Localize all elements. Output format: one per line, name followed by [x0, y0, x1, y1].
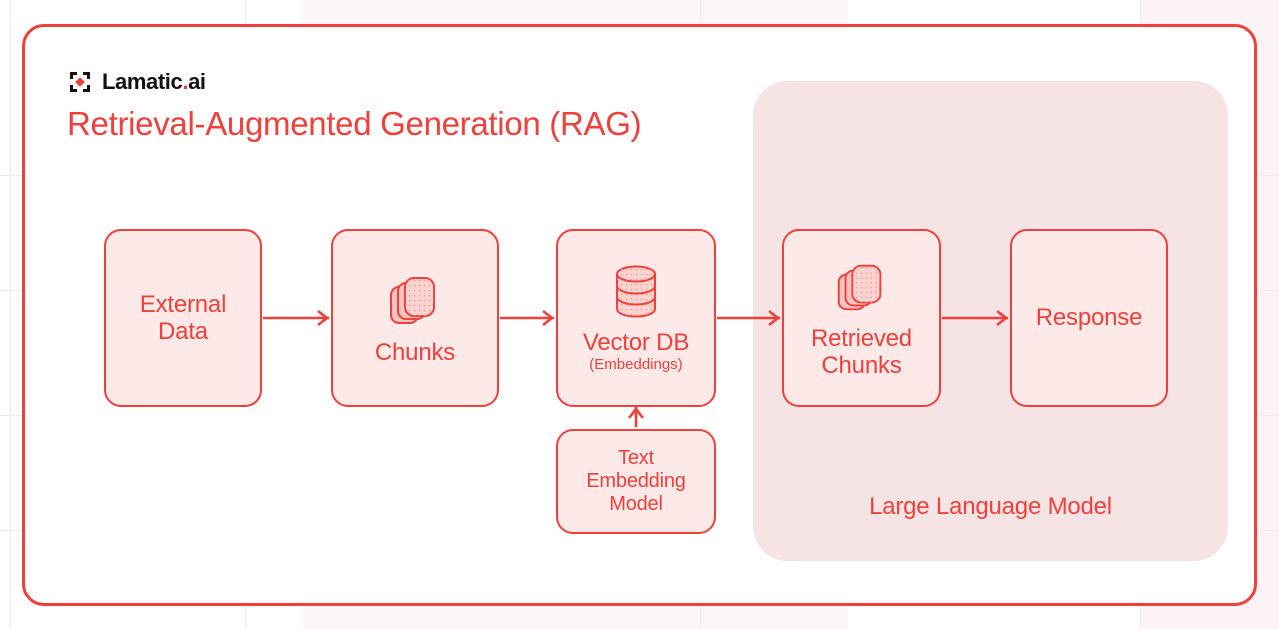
llm-group-label: Large Language Model [869, 493, 1112, 520]
node-response[interactable]: Response [1010, 229, 1168, 407]
node-label-line2: Data [158, 318, 208, 345]
brand-name: Lamatic.ai [102, 71, 206, 93]
node-external-data[interactable]: External Data [104, 229, 262, 407]
database-cylinder-icon [616, 265, 656, 318]
brand-name-main: Lamatic [102, 69, 183, 94]
lamatic-diamond-logo-icon [70, 72, 90, 92]
stacked-cards-icon [390, 277, 435, 325]
edge-chunks-to-vector-db [500, 309, 555, 327]
node-label-line1: Text [618, 447, 654, 470]
edge-text-embedding-model-to-vector-db [627, 406, 645, 427]
node-label-line1: Retrieved [811, 324, 912, 352]
node-text-embedding-model[interactable]: Text Embedding Model [556, 429, 716, 534]
diagram-canvas: Large Language Model [25, 27, 1260, 609]
node-chunks[interactable]: Chunks [331, 229, 499, 407]
brand-name-suffix: ai [188, 69, 206, 94]
node-label-line1: Vector DB [582, 328, 690, 356]
node-vector-db[interactable]: Vector DB (Embeddings) [556, 229, 716, 407]
stacked-cards-icon [837, 264, 881, 310]
node-label-line2: Embedding [586, 470, 686, 493]
node-label-line1: Chunks [374, 339, 456, 367]
node-retrieved-chunks[interactable]: Retrieved Chunks [782, 229, 941, 407]
brand-name-dot: . [182, 69, 189, 94]
node-label-line1: Response [1035, 304, 1143, 332]
node-label-line3: Model [609, 492, 663, 515]
diagram-card: Lamatic.ai Retrieval-Augmented Generatio… [22, 24, 1257, 606]
grid-vline [10, 0, 11, 629]
brand-lockup: Lamatic.ai [67, 69, 206, 95]
node-sublabel: (Embeddings) [589, 355, 683, 373]
edge-external-data-to-chunks [263, 309, 330, 327]
node-label-line2: Chunks [821, 352, 902, 379]
node-label-line1: External [139, 290, 227, 318]
